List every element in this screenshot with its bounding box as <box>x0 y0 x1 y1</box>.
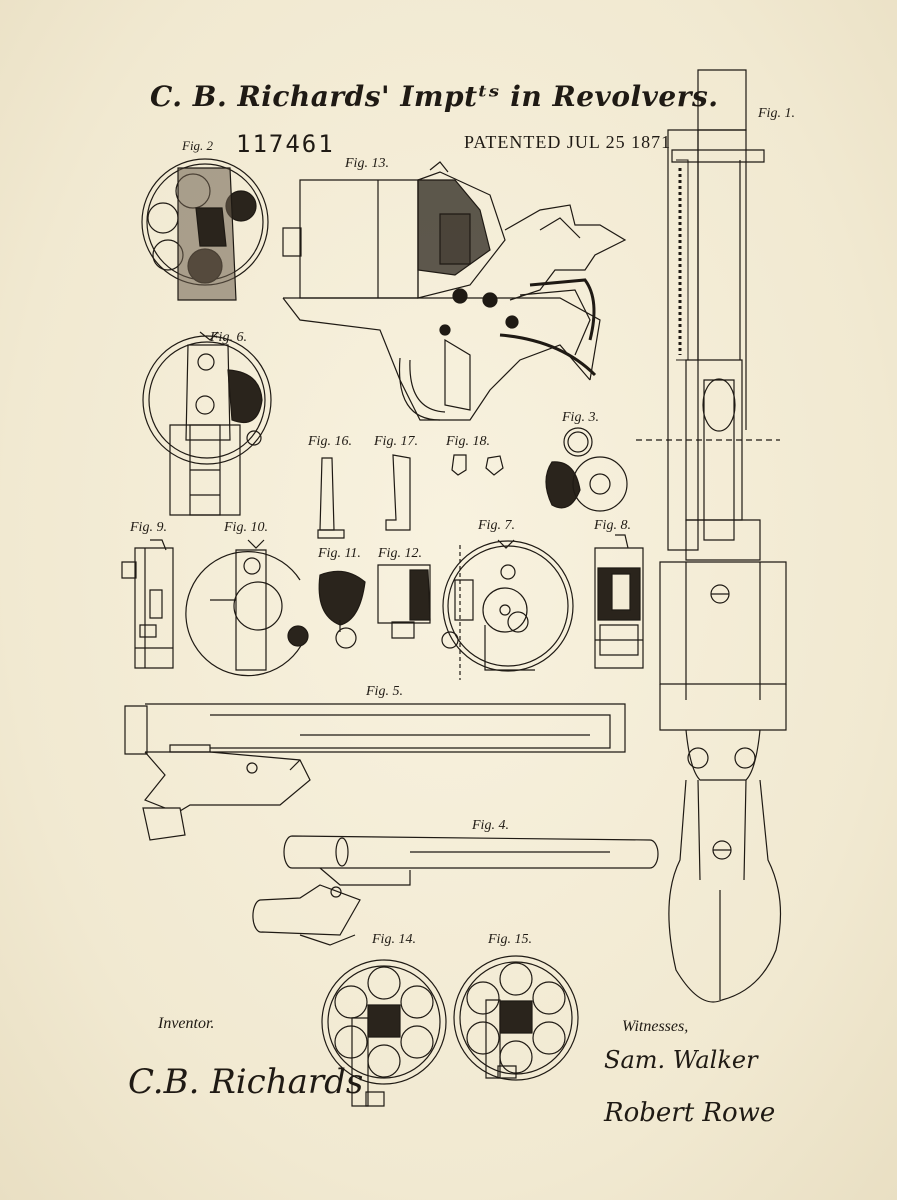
fig3-drawing <box>546 428 627 511</box>
inventor-label: Inventor. <box>158 1015 215 1032</box>
fig1-label: Fig. 1. <box>758 106 795 121</box>
fig11-drawing <box>319 571 365 648</box>
fig6-label: Fig. 6. <box>210 330 247 345</box>
fig5-label: Fig. 5. <box>366 684 403 699</box>
fig12-drawing <box>378 565 430 638</box>
fig13-drawing <box>283 162 625 420</box>
fig9-drawing <box>122 540 173 668</box>
fig2-drawing <box>142 159 268 300</box>
fig9-label: Fig. 9. <box>130 520 167 535</box>
witness-1-signature: Sam. Walker <box>604 1046 758 1074</box>
fig14-drawing <box>322 960 446 1106</box>
fig5-drawing <box>125 704 625 840</box>
fig1-drawing <box>636 70 786 1002</box>
fig2-label: Fig. 2 <box>182 138 214 153</box>
fig16-label: Fig. 16. <box>308 434 352 449</box>
fig15-label: Fig. 15. <box>488 932 532 947</box>
fig13-label: Fig. 13. <box>345 156 389 171</box>
fig18-label: Fig. 18. <box>446 434 490 449</box>
fig12-label: Fig. 12. <box>378 546 422 561</box>
fig17-label: Fig. 17. <box>374 434 418 449</box>
fig7-label: Fig. 7. <box>478 518 515 533</box>
fig3-label: Fig. 3. <box>562 410 599 425</box>
fig8-label: Fig. 8. <box>594 518 631 533</box>
fig7-drawing <box>442 540 573 680</box>
fig6-drawing <box>143 332 271 515</box>
fig15-drawing <box>454 956 578 1080</box>
fig4-label: Fig. 4. <box>472 818 509 833</box>
witness-2-signature: Robert Rowe <box>604 1098 776 1128</box>
witnesses-label: Witnesses, <box>622 1018 689 1035</box>
patent-title: C. B. Richards' Imptᵗˢ in Revolvers. <box>150 80 719 113</box>
fig10-drawing <box>186 540 308 676</box>
fig4-drawing <box>253 836 658 945</box>
inventor-signature: C.B. Richards <box>128 1062 364 1102</box>
fig8-drawing <box>595 535 643 668</box>
fig16-18-drawings <box>318 455 503 538</box>
patent-number: 117461 <box>236 130 335 158</box>
patented-date: PATENTED JUL 25 1871 <box>464 132 672 152</box>
fig10-label: Fig. 10. <box>224 520 268 535</box>
fig14-label: Fig. 14. <box>372 932 416 947</box>
fig11-label: Fig. 11. <box>318 546 361 561</box>
